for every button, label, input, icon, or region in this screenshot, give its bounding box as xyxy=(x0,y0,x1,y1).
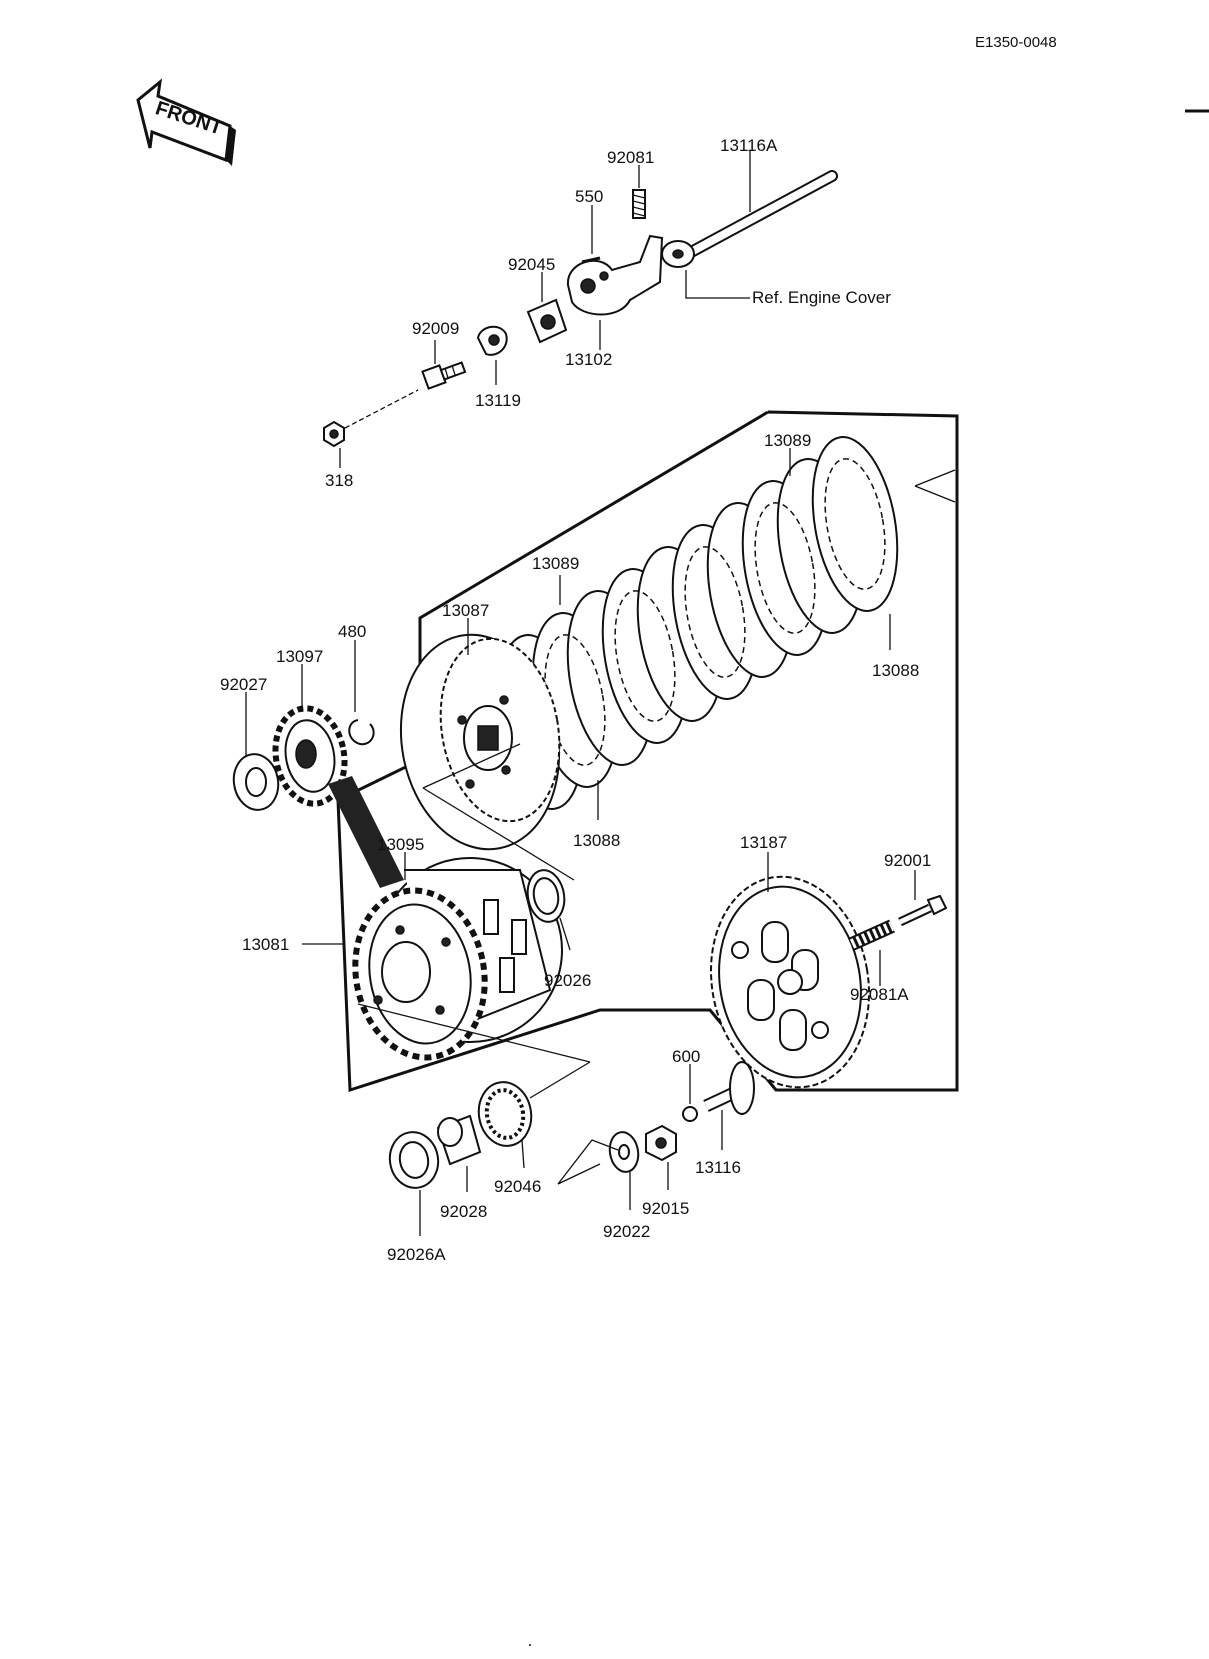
sprocket-13097 xyxy=(272,705,348,807)
label-13089-mid: 13089 xyxy=(532,554,579,573)
pressure-plate-13187 xyxy=(710,875,870,1089)
screw-92009 xyxy=(421,361,467,390)
label-92045: 92045 xyxy=(508,255,555,274)
push-rod-13116 xyxy=(703,1061,755,1115)
label-600: 600 xyxy=(672,1047,700,1066)
front-arrow-icon: FRONT xyxy=(136,78,236,166)
clutch-housing-13081 xyxy=(352,857,563,1061)
label-13187: 13187 xyxy=(740,833,787,852)
washer-92026A xyxy=(388,1131,440,1189)
release-lever-13102 xyxy=(566,234,664,316)
label-318: 318 xyxy=(325,471,353,490)
label-13081: 13081 xyxy=(242,935,289,954)
primary-chain xyxy=(328,776,404,888)
nut-92015 xyxy=(645,1124,677,1162)
washer-92026 xyxy=(526,869,566,923)
clutch-plate-stack xyxy=(496,436,899,810)
label-92081A: 92081A xyxy=(850,985,909,1004)
label-92026: 92026 xyxy=(544,971,591,990)
label-13116A: 13116A xyxy=(720,136,778,155)
label-92046: 92046 xyxy=(494,1177,541,1196)
label-92009: 92009 xyxy=(412,319,459,338)
ball-600 xyxy=(682,1106,698,1122)
label-92022: 92022 xyxy=(603,1222,650,1241)
clutch-hub-13087 xyxy=(399,633,561,851)
label-92028: 92028 xyxy=(440,1202,487,1221)
needle-bearing-92046 xyxy=(477,1081,533,1147)
nut-318 xyxy=(323,420,345,448)
label-13097: 13097 xyxy=(276,647,323,666)
label-92026A: 92026A xyxy=(387,1245,446,1264)
label-13087: 13087 xyxy=(442,601,489,620)
label-550: 550 xyxy=(575,187,603,206)
spring-92081 xyxy=(632,189,646,219)
bolt-92001 xyxy=(898,894,948,927)
label-92015: 92015 xyxy=(642,1199,689,1218)
sleeve-92028 xyxy=(436,1114,482,1166)
label-13095: 13095 xyxy=(377,835,424,854)
washer-92022 xyxy=(608,1131,640,1173)
label-92027: 92027 xyxy=(220,675,267,694)
reference-note: Ref. Engine Cover xyxy=(752,288,891,307)
label-13088-right: 13088 xyxy=(872,661,919,680)
label-13088-low: 13088 xyxy=(573,831,620,850)
drawing-code: E1350-0048 xyxy=(975,34,1057,51)
washer-92027 xyxy=(232,753,280,811)
label-13089-top: 13089 xyxy=(764,431,811,450)
push-rod-13116A xyxy=(661,170,838,268)
circlip-480 xyxy=(348,719,375,746)
cam-13119 xyxy=(476,325,508,356)
spring-92081A xyxy=(849,919,895,951)
scan-dot xyxy=(529,1644,531,1646)
label-13102: 13102 xyxy=(565,350,612,369)
label-92081: 92081 xyxy=(607,148,654,167)
label-13119: 13119 xyxy=(475,391,521,410)
bearing-92045 xyxy=(526,298,568,344)
label-92001: 92001 xyxy=(884,851,931,870)
label-480: 480 xyxy=(338,622,366,641)
label-13116: 13116 xyxy=(695,1158,741,1177)
